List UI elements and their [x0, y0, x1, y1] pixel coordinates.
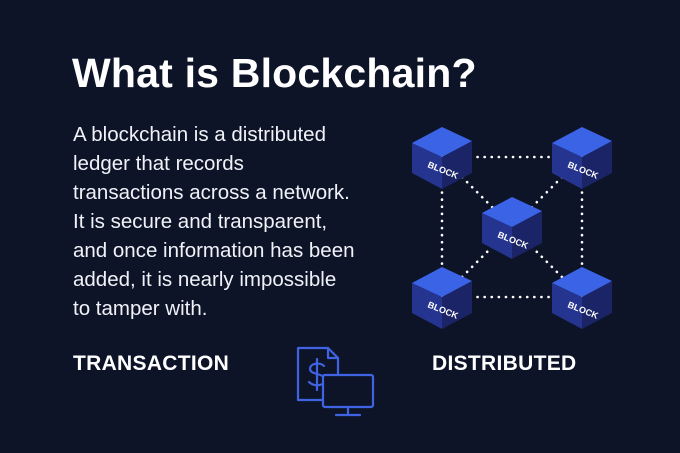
page-title: What is Blockchain? [72, 50, 477, 96]
transaction-icon-group [290, 340, 380, 420]
block-cube-icon: BLOCK [552, 127, 612, 189]
transaction-label: TRANSACTION [73, 352, 230, 375]
block-cube-icon: BLOCK [482, 197, 542, 259]
connector-dots [510, 155, 584, 229]
description-line: A blockchain is a distributed [73, 123, 326, 146]
description-line: It is secure and transparent, [73, 210, 328, 233]
connector-dots [510, 225, 584, 299]
connector-dots [440, 155, 514, 229]
block-cube-icon: BLOCK [412, 127, 472, 189]
desktop-monitor-icon [321, 373, 375, 417]
description-line: to tamper with. [73, 297, 208, 320]
block-cube-icon: BLOCK [412, 267, 472, 329]
description-line: transactions across a network. [73, 181, 350, 204]
block-cube-icon: BLOCK [552, 267, 612, 329]
distributed-label: DISTRIBUTED [432, 352, 577, 375]
description-line: ledger that records [73, 152, 244, 175]
description-paragraph: A blockchain is a distributed ledger tha… [73, 120, 413, 323]
description-line: and once information has been [73, 239, 355, 262]
connector-dots [440, 225, 514, 299]
description-line: added, it is nearly impossible [73, 268, 337, 291]
